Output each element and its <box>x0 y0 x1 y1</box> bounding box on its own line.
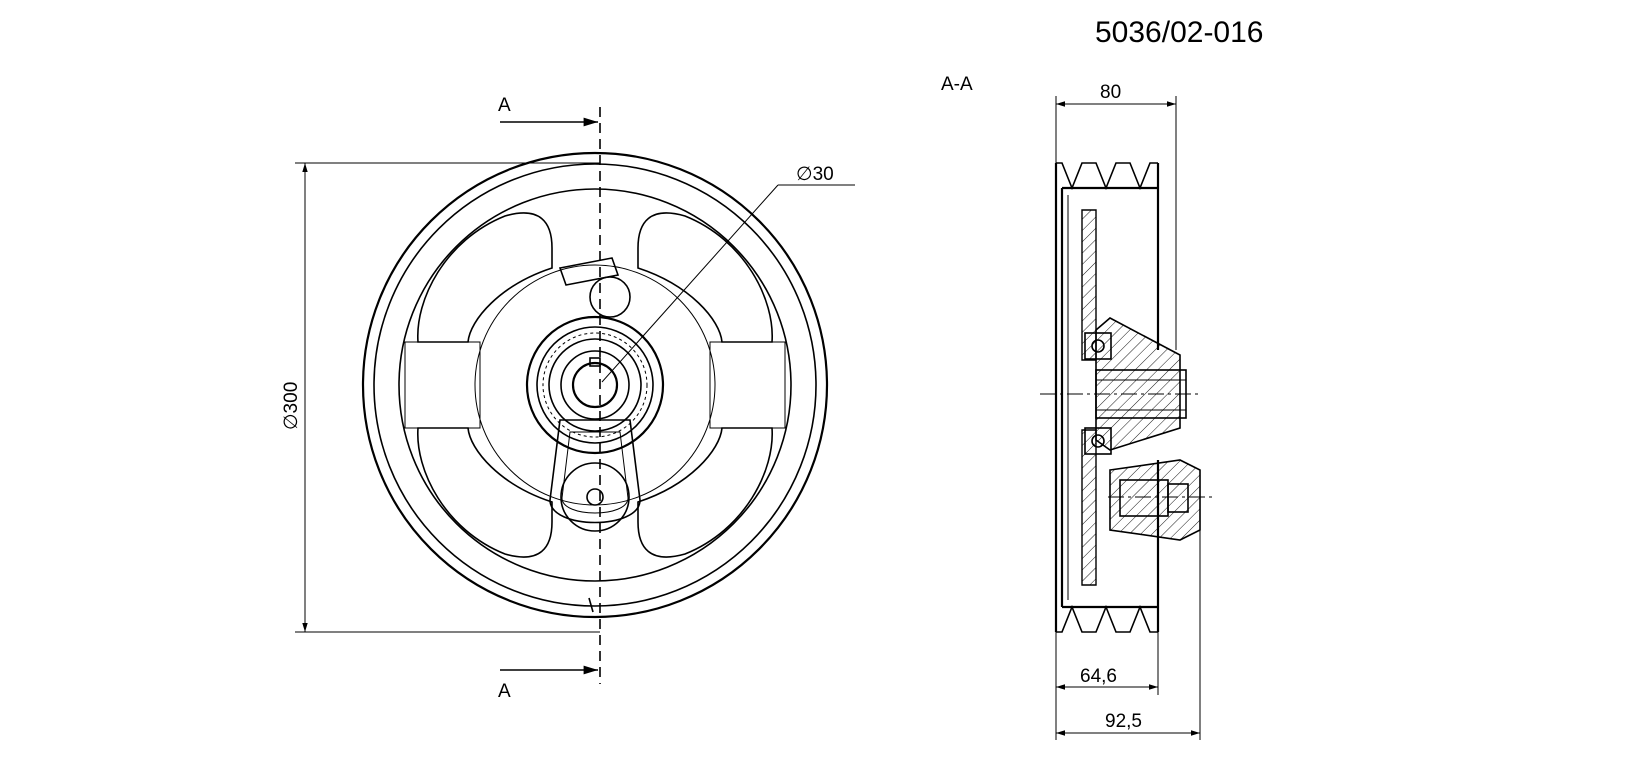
pulley-outer-rim <box>361 151 829 619</box>
bolt-housing-hatch <box>1109 459 1201 541</box>
bearing-balls <box>542 332 648 438</box>
width-64-value: 64,6 <box>1080 666 1117 687</box>
shaft-outer <box>560 350 630 420</box>
window-bottom-right <box>637 427 773 558</box>
window-top-left <box>417 212 553 343</box>
dimension-outer-diameter: ∅300 <box>281 162 600 633</box>
pulley-inner-rim <box>398 188 792 582</box>
section-view-label: A-A <box>941 74 973 95</box>
bottom-mark <box>588 597 594 613</box>
bearing-bottom <box>1084 427 1112 455</box>
spoke-left <box>404 341 481 429</box>
arm-plate-top <box>558 257 620 286</box>
tension-lever <box>549 419 641 524</box>
bearing-ball-top <box>1091 339 1105 353</box>
window-bottom-left <box>417 427 553 558</box>
diameter-symbol-bore: ∅ <box>796 164 813 185</box>
lower-pin-outer <box>560 462 630 532</box>
front-view <box>361 151 829 619</box>
hub-hatch <box>1095 317 1181 451</box>
section-marker-bottom: A <box>498 681 511 702</box>
section-marker-top: A <box>498 95 511 116</box>
section-view <box>1040 162 1212 633</box>
dimension-bore-diameter: ∅30 <box>601 164 855 383</box>
spoke-right <box>709 341 786 429</box>
width-80-value: 80 <box>1100 82 1121 103</box>
svg-text:∅300: ∅300 <box>281 382 302 430</box>
diameter-symbol: ∅ <box>281 413 302 430</box>
bearing-ball-bottom <box>1091 434 1105 448</box>
bore-diameter-value: 30 <box>813 164 834 185</box>
upper-pin <box>589 276 631 318</box>
web-hatch <box>1081 209 1097 586</box>
dimension-width-80: 80 <box>1055 82 1177 350</box>
window-top-right <box>637 212 773 343</box>
pulley-groove-ring <box>373 163 817 607</box>
outer-diameter-value: 300 <box>281 382 302 414</box>
part-number: 5036/02-016 <box>1095 16 1264 49</box>
bottom-grooves <box>1056 604 1158 633</box>
top-grooves <box>1056 162 1158 191</box>
section-line: A A <box>498 95 601 702</box>
bolt-head <box>1167 483 1189 513</box>
bearing-ring-inner <box>548 338 642 432</box>
width-92-value: 92,5 <box>1105 711 1142 732</box>
pulley-hub-ring <box>474 264 716 506</box>
svg-text:∅30: ∅30 <box>796 164 834 185</box>
bearing-top <box>1084 332 1112 360</box>
lower-pin-inner <box>586 488 604 506</box>
bearing-ring-outer <box>536 326 654 444</box>
dimension-width-64: 64,6 <box>1055 632 1159 740</box>
hub-outer <box>525 315 665 455</box>
keyway <box>589 357 601 367</box>
bore-circle <box>571 361 619 409</box>
dimension-width-92: 92,5 <box>1056 530 1201 740</box>
section-outline <box>1054 163 1160 632</box>
